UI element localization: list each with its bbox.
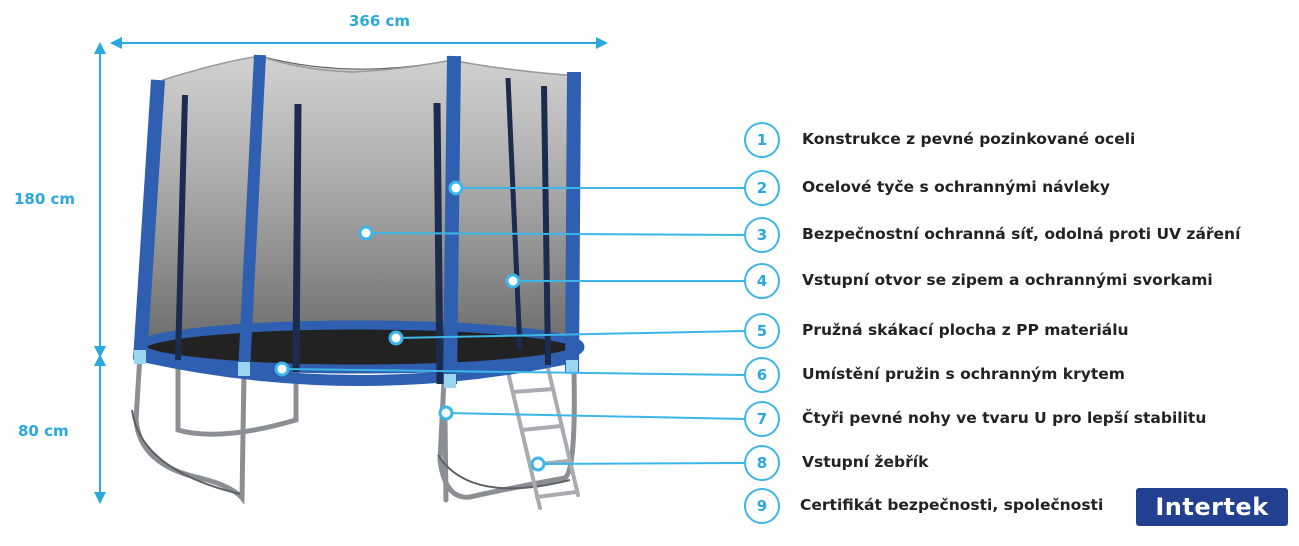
feature-item: 6 Umístění pružin s ochranným krytem <box>744 357 1294 393</box>
feature-item: 8 Vstupní žebřík <box>744 445 1294 481</box>
feature-text: Vstupní žebřík <box>802 453 929 471</box>
callout-dots <box>274 180 546 472</box>
feature-number: 5 <box>744 313 780 349</box>
feature-number: 9 <box>744 488 780 524</box>
feature-text: Certifikát bezpečnosti, společnosti <box>800 496 1104 514</box>
net-height-label: 180 cm <box>14 190 76 208</box>
spring-pad <box>140 350 580 386</box>
feature-number: 4 <box>744 263 780 299</box>
feature-item: 4 Vstupní otvor se zipem a ochrannými sv… <box>744 263 1294 299</box>
feature-text: Čtyři pevné nohy ve tvaru U pro lepší st… <box>802 409 1207 427</box>
feature-item: 5 Pružná skákací plocha z PP materiálu <box>744 313 1294 349</box>
feature-text: Vstupní otvor se zipem a ochrannými svor… <box>802 271 1213 289</box>
feature-number: 1 <box>744 122 780 158</box>
intertek-logo: Intertek <box>1136 488 1288 526</box>
feature-item: 2 Ocelové tyče s ochrannými návleky <box>744 170 1294 206</box>
feature-text: Umístění pružin s ochranným krytem <box>802 365 1125 383</box>
feature-number: 3 <box>744 217 780 253</box>
callout-lines <box>281 187 745 465</box>
feature-number: 8 <box>744 445 780 481</box>
feature-item: 3 Bezpečnostní ochranná síť, odolná prot… <box>744 217 1294 253</box>
feature-text: Ocelové tyče s ochrannými návleky <box>802 178 1110 196</box>
poles <box>133 54 581 385</box>
feature-item: 1 Konstrukce z pevné pozinkované oceli <box>744 122 1294 158</box>
leg-height-label: 80 cm <box>18 422 69 440</box>
feature-text: Bezpečnostní ochranná síť, odolná proti … <box>802 225 1241 243</box>
leg-shadows <box>131 409 571 495</box>
feature-item: 9 Certifikát bezpečnosti, společnosti <box>744 488 1294 524</box>
feature-number: 6 <box>744 357 780 393</box>
feature-number: 2 <box>744 170 780 206</box>
pole-joints <box>134 350 578 388</box>
feature-item: 7 Čtyři pevné nohy ve tvaru U pro lepší … <box>744 401 1294 437</box>
feature-text: Konstrukce z pevné pozinkované oceli <box>802 130 1136 148</box>
jumping-mat <box>135 320 585 374</box>
feature-number: 7 <box>744 401 780 437</box>
width-label: 366 cm <box>349 12 411 30</box>
net-top-rim <box>162 55 579 81</box>
feature-text: Pružná skákací plocha z PP materiálu <box>802 321 1129 339</box>
